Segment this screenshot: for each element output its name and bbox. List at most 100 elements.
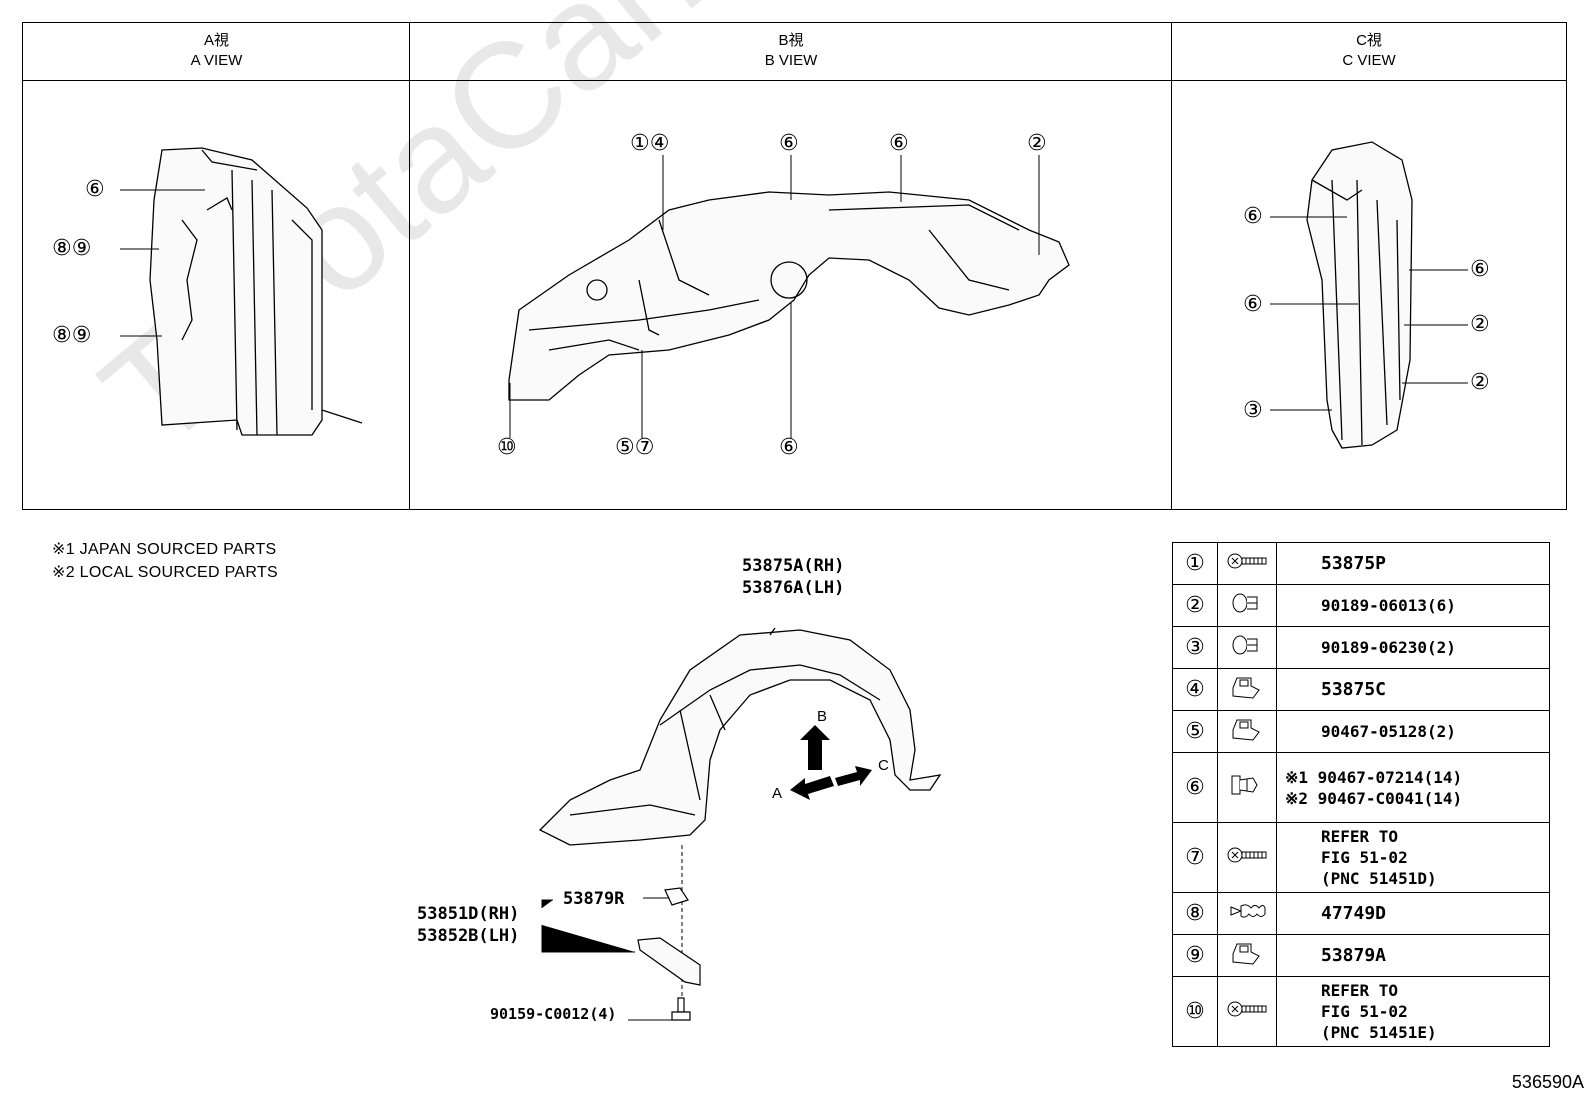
nut-icon [664,887,689,906]
callout-2: ② [1027,131,1047,156]
view-c-jp: C視 [1356,32,1382,49]
bolt-icon [671,997,691,1021]
view-b-jp: B視 [778,32,804,49]
callout-6: ⑥ [1470,257,1490,282]
callout-1-4: ①④ [630,131,670,156]
nut-icon [1217,934,1277,977]
callout-8-9: ⑧⑨ [52,323,92,348]
fastener-number: ① [1172,542,1218,585]
screw-icon [1217,976,1277,1047]
part-number-bracket-lh: 53852B(LH) [417,926,520,946]
fastener-part-number: 90467-05128(2) [1276,710,1550,753]
fastener-row: ⑤ 90467-05128(2) [1172,710,1550,753]
fastener-row: ⑨ 53879A [1172,934,1550,977]
fastener-number: ⑥ [1172,752,1218,823]
fastener-line: 90189-06013(6) [1321,596,1456,615]
fastener-table: ① 53875P ② 90189-06013(6) ③ 90189-06230(2) ④ 53… [1172,542,1550,1047]
push-clip-icon [1217,752,1277,823]
fastener-line: 90189-06230(2) [1321,638,1456,657]
fastener-part-number: 90189-06230(2) [1276,626,1550,669]
nut-icon [1217,668,1277,711]
callout-6: ⑥ [889,131,909,156]
fastener-row: ② 90189-06013(6) [1172,584,1550,627]
fastener-line: ※2 90467-C0041(14) [1285,788,1463,808]
callout-2: ② [1470,312,1490,337]
view-c-en: C VIEW [1342,52,1396,69]
arrow-b-icon [800,725,830,770]
figure-id: 536590A [1511,1072,1584,1092]
view-a-drawing [120,147,363,436]
screw-icon [1217,542,1277,585]
fastener-number: ⑩ [1172,976,1218,1047]
view-a-header: A視 A VIEW [23,23,410,81]
fastener-number: ③ [1172,626,1218,669]
fastener-part-number: REFER TO FIG 51-02 (PNC 51451D) [1276,822,1550,893]
fastener-line: 53879A [1321,945,1387,966]
fastener-part-number: 47749D [1276,892,1550,935]
fastener-row: ④ 53875C [1172,668,1550,711]
fastener-row: ③ 90189-06230(2) [1172,626,1550,669]
part-number-liner-rh: 53875A(RH) [742,556,845,576]
callout-10: ⑩ [497,435,517,460]
view-b-header: B視 B VIEW [410,23,1172,81]
spring-clip-icon [1217,892,1277,935]
view-divider [1171,23,1172,509]
note-local-sourced: ※2 LOCAL SOURCED PARTS [52,564,278,581]
fastener-line: ※1 90467-07214(14) [1285,767,1463,787]
callout-6: ⑥ [779,435,799,460]
fastener-line: 47749D [1321,903,1387,924]
screw-icon [1217,822,1277,893]
part-number-bolt: 90159-C0012(4) [490,1005,617,1023]
fastener-line: (PNC 51451D) [1321,869,1437,888]
nut-icon [1217,710,1277,753]
views-frame: A視 A VIEW B視 B VIEW C視 C VIEW [22,22,1567,510]
fastener-line: 53875P [1321,553,1387,574]
callout-6: ⑥ [85,177,105,202]
fastener-line: (PNC 51451E) [1321,1023,1437,1042]
fastener-line: FIG 51-02 [1321,848,1408,867]
part-number-liner-lh: 53876A(LH) [742,578,845,598]
fastener-part-number: 90189-06013(6) [1276,584,1550,627]
fastener-line: 90467-05128(2) [1321,722,1456,741]
fastener-number: ⑨ [1172,934,1218,977]
fastener-row: ⑩ REFER TO FIG 51-02 (PNC 51451E) [1172,976,1550,1047]
callout-6: ⑥ [779,131,799,156]
fastener-number: ② [1172,584,1218,627]
fastener-number: ⑦ [1172,822,1218,893]
fastener-line: 53875C [1321,679,1387,700]
fastener-part-number: REFER TO FIG 51-02 (PNC 51451E) [1276,976,1550,1047]
part-number-nut: 53879R [563,889,625,909]
arrow-c-label: C [878,757,889,774]
view-a-jp: A視 [203,32,229,49]
callout-2: ② [1470,370,1490,395]
part-number-bracket-rh: 53851D(RH) [417,904,520,924]
main-assembly-drawing [538,627,942,1021]
callout-6: ⑥ [1243,292,1263,317]
fastener-part-number: 53875P [1276,542,1550,585]
fastener-part-number: 53879A [1276,934,1550,977]
callout-3: ③ [1243,398,1263,423]
view-b-drawing [508,155,1070,438]
view-a-en: A VIEW [190,52,243,69]
view-b-en: B VIEW [764,52,818,69]
callout-8-9: ⑧⑨ [52,236,92,261]
fastener-line: REFER TO [1321,827,1399,846]
callout-5-7: ⑤⑦ [615,435,655,460]
fastener-part-number: ※1 90467-07214(14)※2 90467-C0041(14) [1276,752,1550,823]
note-japan-sourced: ※1 JAPAN SOURCED PARTS [52,541,277,558]
arrow-b-label: B [817,708,828,725]
fastener-line: FIG 51-02 [1321,1002,1408,1021]
arrow-a-label: A [772,785,783,802]
fastener-number: ④ [1172,668,1218,711]
fastener-row: ⑦ REFER TO FIG 51-02 (PNC 51451D) [1172,822,1550,893]
callout-6: ⑥ [1243,204,1263,229]
fastener-number: ⑤ [1172,710,1218,753]
fastener-part-number: 53875C [1276,668,1550,711]
view-c-drawing [1270,141,1468,449]
bracket-icon [637,937,701,986]
view-c-header: C視 C VIEW [1172,23,1566,81]
fastener-row: ⑥ ※1 90467-07214(14)※2 90467-C0041(14) [1172,752,1550,823]
fastener-line: REFER TO [1321,981,1399,1000]
fastener-row: ① 53875P [1172,542,1550,585]
view-divider [409,23,410,509]
